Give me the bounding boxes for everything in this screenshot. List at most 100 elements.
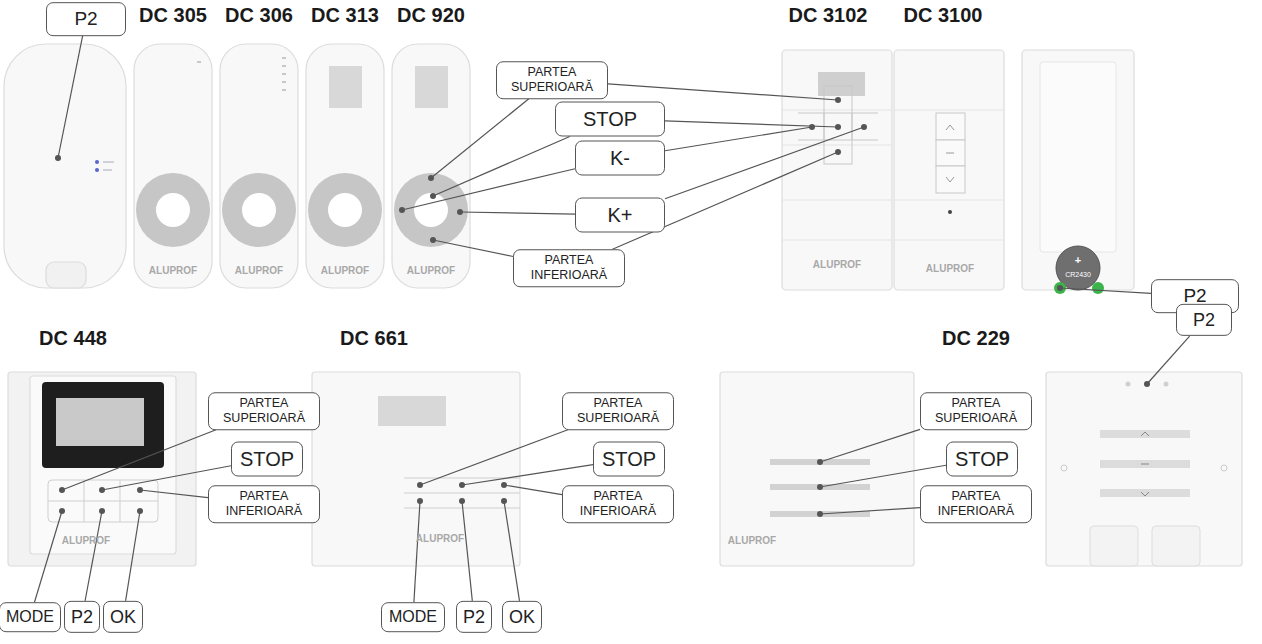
callout-box: P2 xyxy=(1176,304,1232,336)
leader-dot xyxy=(459,482,465,488)
callout-box: STOP xyxy=(231,442,303,477)
callout-box: K- xyxy=(575,141,665,176)
brand-logo: ALUPROF xyxy=(235,265,283,276)
callout-text: MODE xyxy=(389,606,437,628)
brand-logo: ALUPROF xyxy=(926,263,974,274)
model-name: DC 3102 xyxy=(789,4,868,27)
leader-line xyxy=(462,501,472,601)
model-name: DC 920 xyxy=(397,4,465,27)
callout-text: STOP xyxy=(955,446,1009,473)
callout-text: PARTEA INFERIOARĂ xyxy=(213,489,315,519)
remote-body xyxy=(392,44,470,288)
leader-dot xyxy=(501,482,507,488)
callout-text: PARTEA INFERIOARĂ xyxy=(925,489,1027,519)
leader-dot xyxy=(99,487,105,493)
remote-body xyxy=(4,44,126,288)
callout-box: STOP xyxy=(555,102,665,137)
brand-logo: ALUPROF xyxy=(62,535,110,546)
brand-logo: ALUPROF xyxy=(321,265,369,276)
wall-unit xyxy=(720,372,914,566)
leds xyxy=(1126,382,1169,387)
callout-text: PARTEA INFERIOARĂ xyxy=(518,253,620,283)
callout-box: PARTEA INFERIOARĂ xyxy=(208,485,320,523)
button-symbols xyxy=(946,125,954,182)
leader-dot xyxy=(809,124,815,130)
leader-dot xyxy=(835,149,841,155)
leader-line xyxy=(402,169,575,210)
remote-body xyxy=(306,44,384,288)
callout-box: PARTEA SUPERIOARĂ xyxy=(496,61,608,99)
leader-line xyxy=(58,36,83,158)
button-hole xyxy=(56,156,61,161)
remote-tab xyxy=(46,262,86,288)
remote-body xyxy=(782,50,892,290)
leader-line xyxy=(820,429,920,462)
button-symbols xyxy=(1141,432,1149,496)
channel-marks xyxy=(282,58,286,90)
callout-box: PARTEA INFERIOARĂ xyxy=(562,485,674,523)
buttons xyxy=(770,459,870,517)
model-name: DC 305 xyxy=(139,4,207,27)
leader-line xyxy=(462,465,593,485)
callout-text: K+ xyxy=(607,202,632,229)
callout-text: PARTEA SUPERIOARĂ xyxy=(213,396,315,426)
leader-dot xyxy=(55,155,61,161)
leader-line xyxy=(433,240,513,256)
leader-dot xyxy=(399,207,405,213)
model-name: DC 661 xyxy=(340,327,408,350)
remote-body xyxy=(134,44,212,288)
leader-line xyxy=(608,84,838,100)
callout-text: PARTEA INFERIOARĂ xyxy=(567,489,669,519)
wall-unit xyxy=(312,372,520,566)
leader-dot xyxy=(417,498,423,504)
callout-text: PARTEA SUPERIOARĂ xyxy=(567,396,669,426)
callout-box: OK xyxy=(103,601,143,633)
callout-box: PARTEA SUPERIOARĂ xyxy=(920,392,1032,430)
battery-polarity: + xyxy=(1075,254,1081,266)
callout-box: P2 xyxy=(46,2,126,36)
leader-line xyxy=(62,430,216,490)
model-name: DC 229 xyxy=(942,327,1010,350)
leader-dot xyxy=(457,209,463,215)
callout-box: OK xyxy=(502,601,542,633)
buttons xyxy=(404,478,520,508)
callout-text: P2 xyxy=(71,605,93,629)
leader-dot xyxy=(428,175,434,181)
callout-text: P2 xyxy=(74,6,97,32)
model-name: DC 448 xyxy=(39,327,107,350)
leader-dot xyxy=(501,498,507,504)
contact xyxy=(1092,282,1104,294)
callout-text: STOP xyxy=(583,106,637,133)
control-ring xyxy=(136,173,468,247)
leader-dot xyxy=(137,508,143,514)
callout-text: OK xyxy=(509,605,535,629)
callout-text: OK xyxy=(110,605,136,629)
screen xyxy=(56,398,144,446)
leader-dot xyxy=(459,498,465,504)
cutout xyxy=(1090,526,1138,566)
screen xyxy=(818,72,865,96)
leader-dot xyxy=(1057,285,1063,291)
leader-dot xyxy=(59,508,65,514)
leader-line xyxy=(504,501,519,601)
leader-line xyxy=(126,511,140,601)
leader-line xyxy=(665,127,864,199)
leader-dot xyxy=(137,487,143,493)
leader-dot xyxy=(430,193,436,199)
screw-hole xyxy=(1061,465,1067,471)
screen xyxy=(378,396,446,426)
wall-unit-back xyxy=(1046,372,1242,566)
leader-dot xyxy=(835,97,841,103)
leader-dot xyxy=(430,237,436,243)
callout-box: PARTEA INFERIOARĂ xyxy=(920,485,1032,523)
leader-line xyxy=(820,465,946,487)
leader-line xyxy=(414,501,420,602)
buttons xyxy=(1100,430,1190,497)
leader-line xyxy=(85,511,102,601)
callout-box: STOP xyxy=(946,442,1018,477)
cover xyxy=(1040,62,1116,252)
leader-line xyxy=(1060,288,1151,293)
